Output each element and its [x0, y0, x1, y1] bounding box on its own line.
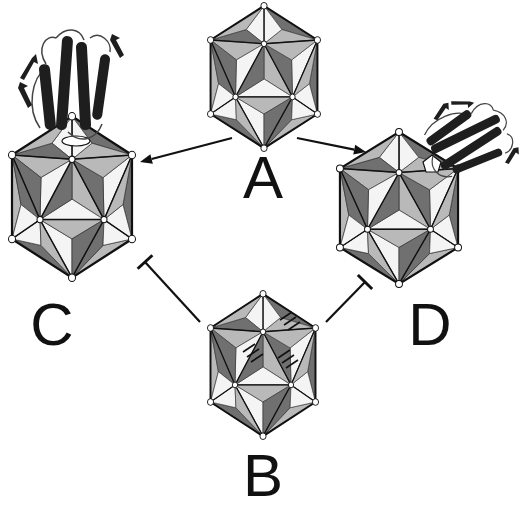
arrow-connector: [297, 138, 366, 155]
capsid-node: D: [336, 128, 462, 288]
connector-line: [297, 138, 354, 150]
capsid-node: A: [207, 2, 321, 152]
inhibition-connector: [326, 275, 372, 322]
connector-line: [326, 282, 365, 322]
panel-letter: C: [30, 295, 73, 355]
inhibition-bar: [138, 255, 153, 269]
capsid-node: C: [8, 112, 136, 282]
connector-line: [145, 262, 200, 322]
inhibition-connector: [138, 255, 200, 322]
panel-letter: B: [243, 446, 283, 506]
panel-letter: A: [243, 148, 283, 208]
panel-letter: D: [408, 295, 451, 355]
capsid-node: B: [207, 290, 319, 440]
connector-line: [152, 138, 232, 159]
arrow-head: [353, 145, 366, 155]
arrow-connector: [140, 138, 232, 164]
arrow-head: [140, 154, 153, 164]
inhibition-bar: [358, 275, 372, 289]
